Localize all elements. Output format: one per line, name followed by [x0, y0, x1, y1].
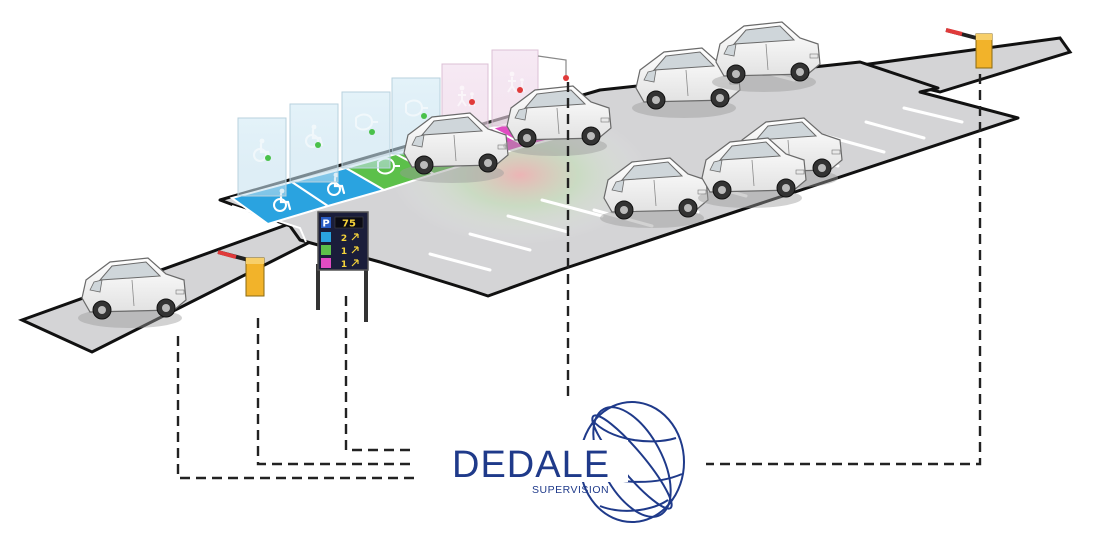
status-led: [421, 113, 427, 119]
status-led: [265, 155, 271, 161]
ev-charging-icon: [321, 245, 331, 255]
wheelchair-icon: [321, 232, 331, 242]
sign-total-count: 75: [342, 219, 356, 230]
status-led: [517, 87, 523, 93]
status-led: [315, 142, 321, 148]
status-led: [563, 75, 569, 81]
network-connections: [176, 74, 982, 480]
glass-panel: [237, 117, 287, 197]
logo-name: DEDALE: [452, 444, 610, 486]
entrance-barrier: [217, 250, 265, 297]
car: [711, 21, 821, 93]
link-exit-barrier: [706, 74, 982, 466]
link-entry-sensor: [176, 336, 416, 480]
glass-panel: [289, 103, 339, 183]
status-led: [469, 99, 475, 105]
sign-count-ev: 1: [341, 247, 347, 257]
arrow-icon: [351, 233, 359, 241]
logo-subtitle: SUPERVISION: [532, 484, 609, 496]
sign-count-disabled: 2: [341, 234, 347, 244]
guidance-sign: P 75 2 1 1: [316, 211, 369, 322]
family-icon: [321, 258, 331, 268]
exit-barrier: [945, 28, 993, 69]
link-guidance-sign: [344, 296, 416, 452]
sign-header: P: [322, 219, 329, 230]
status-led: [369, 129, 375, 135]
arrow-icon: [351, 246, 359, 254]
sign-count-family: 1: [341, 260, 347, 270]
arrow-icon: [351, 259, 359, 267]
dedale-logo: DEDALE SUPERVISION: [448, 401, 685, 523]
link-entrance-barrier: [256, 318, 416, 466]
